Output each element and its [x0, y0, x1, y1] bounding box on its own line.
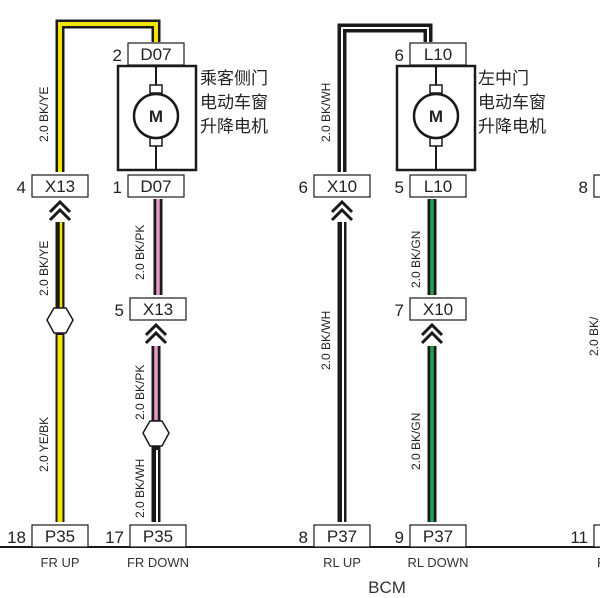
- motor-pin-top: 2 D07: [113, 42, 185, 66]
- motor-pin-bottom: 1 D07: [113, 174, 185, 198]
- connector-partial-pin8: 8: [579, 174, 600, 198]
- wire-fr-up: [55, 19, 161, 522]
- svg-text:电动车窗: 电动车窗: [200, 93, 268, 112]
- wire-label: 2.0 BK/YE: [37, 241, 51, 296]
- svg-text:17: 17: [105, 528, 124, 547]
- wire-label: 2.0 BK/: [587, 316, 600, 356]
- svg-text:L10: L10: [424, 177, 452, 196]
- svg-text:乘客侧门: 乘客侧门: [200, 69, 268, 88]
- svg-text:2: 2: [113, 46, 122, 65]
- svg-text:8: 8: [299, 528, 308, 547]
- wire-label: 2.0 BK/WH: [319, 311, 333, 370]
- wire-label: 2.0 BK/WH: [133, 459, 147, 518]
- svg-text:8: 8: [579, 178, 588, 197]
- svg-text:L10: L10: [424, 45, 452, 64]
- svg-text:升降电机: 升降电机: [478, 117, 546, 136]
- svg-text:RL DOWN: RL DOWN: [408, 555, 469, 570]
- svg-text:P35: P35: [143, 527, 173, 546]
- motor-passenger-window: M 乘客侧门 电动车窗 升降电机: [116, 64, 268, 172]
- svg-text:X10: X10: [423, 300, 453, 319]
- connector-chevron: [48, 199, 444, 345]
- svg-text:F: F: [597, 555, 600, 570]
- wire-label: 2.0 BK/YE: [37, 87, 51, 142]
- svg-text:9: 9: [395, 528, 404, 547]
- motor-icon: [412, 92, 460, 140]
- bcm-pin-partial: 11 F: [570, 524, 600, 570]
- svg-text:7: 7: [395, 301, 404, 320]
- wire-rl-up: [337, 23, 433, 522]
- svg-text:4: 4: [17, 178, 26, 197]
- svg-text:FR UP: FR UP: [41, 555, 80, 570]
- wire-label: 2.0 BK/GN: [409, 413, 423, 470]
- svg-text:M: M: [429, 107, 443, 126]
- svg-text:1: 1: [113, 178, 122, 197]
- svg-text:P37: P37: [327, 527, 357, 546]
- motor-icon: [132, 92, 180, 140]
- splice-hexagon: [46, 307, 74, 334]
- connector-x13-pin4: 4 X13: [17, 174, 89, 198]
- svg-text:电动车窗: 电动车窗: [478, 93, 546, 112]
- svg-text:6: 6: [395, 46, 404, 65]
- wire-label: 2.0 YE/BK: [37, 417, 51, 472]
- motor-left-middle-window: M 左中门 电动车窗 升降电机: [395, 64, 546, 172]
- motor-pin-bottom: 5 L10: [395, 174, 467, 198]
- wire-fr-down: [151, 199, 163, 522]
- svg-text:5: 5: [395, 178, 404, 197]
- wire-label: 2.0 BK/PK: [133, 365, 147, 420]
- wire-label: 2.0 BK/WH: [319, 83, 333, 142]
- bcm-module-label: BCM: [368, 578, 406, 597]
- svg-text:左中门: 左中门: [478, 69, 529, 88]
- bcm-pin-rl-up: 8 P37 RL UP: [299, 524, 371, 570]
- motor-pin-top: 6 L10: [395, 42, 467, 66]
- bcm-pin-rl-down: 9 P37 RL DOWN: [395, 524, 469, 570]
- wire-label: 2.0 BK/PK: [133, 225, 147, 280]
- svg-text:P35: P35: [45, 527, 75, 546]
- connector-x10-pin6: 6 X10: [299, 174, 371, 198]
- svg-text:D07: D07: [140, 45, 171, 64]
- svg-text:X13: X13: [143, 300, 173, 319]
- connector-x13-pin5: 5 X13: [115, 297, 187, 321]
- svg-text:5: 5: [115, 301, 124, 320]
- bcm-pin-fr-down: 17 P35 FR DOWN: [105, 524, 189, 570]
- svg-text:FR DOWN: FR DOWN: [127, 555, 189, 570]
- svg-text:P37: P37: [423, 527, 453, 546]
- svg-text:11: 11: [570, 528, 588, 547]
- svg-text:18: 18: [7, 528, 26, 547]
- splice-hexagon: [142, 420, 170, 447]
- svg-text:M: M: [149, 107, 163, 126]
- connector-x10-pin7: 7 X10: [395, 297, 467, 321]
- svg-text:D07: D07: [140, 177, 171, 196]
- svg-text:升降电机: 升降电机: [200, 117, 268, 136]
- bcm-pin-fr-up: 18 P35 FR UP: [7, 524, 89, 570]
- svg-text:X13: X13: [45, 177, 75, 196]
- svg-text:RL UP: RL UP: [323, 555, 361, 570]
- svg-text:6: 6: [299, 178, 308, 197]
- wire-label: 2.0 BK/GN: [409, 231, 423, 288]
- svg-text:X10: X10: [327, 177, 357, 196]
